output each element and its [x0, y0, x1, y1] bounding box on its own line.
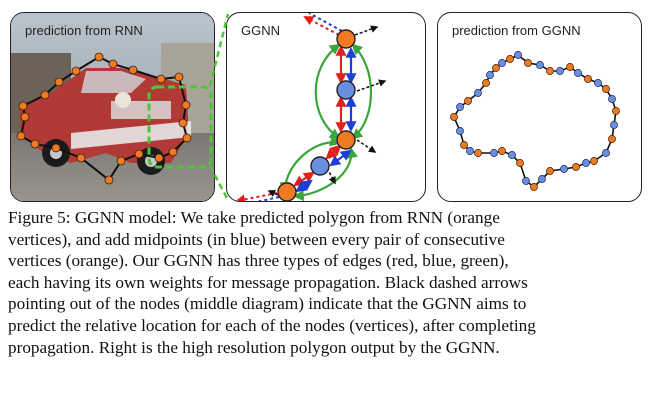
caption-line: pointing out of the nodes (middle diagra… — [8, 294, 527, 314]
ggnn-output-panel-label: prediction from GGNN — [452, 23, 581, 38]
ggnn-graph — [235, 13, 387, 201]
ggnn-prediction-panel: prediction from GGNN — [437, 12, 642, 202]
car-photo-illustration — [11, 13, 214, 201]
caption-line: vertices), and add midpoints (in blue) b… — [8, 229, 505, 249]
blue-midpoint — [336, 80, 356, 100]
caption-line: predict the relative location for each o… — [8, 315, 536, 335]
orange-vertex — [277, 182, 297, 201]
caption-line: propagation. Right is the high resolutio… — [8, 337, 500, 357]
rnn-panel-label: prediction from RNN — [25, 23, 143, 38]
ggnn-diagram-panel: GGNN — [226, 12, 426, 202]
blue-midpoint — [310, 156, 330, 176]
figure-caption: Figure 5: GGNN model: We take predicted … — [8, 207, 644, 358]
caption-line: each having its own weights for message … — [8, 272, 528, 292]
orange-vertex — [336, 29, 356, 49]
caption-line: vertices (orange). Our GGNN has three ty… — [8, 251, 509, 271]
ggnn-panel-label: GGNN — [241, 23, 280, 38]
caption-line: Figure 5: GGNN model: We take predicted … — [8, 208, 500, 227]
orange-vertex — [336, 130, 356, 150]
rnn-prediction-panel: prediction from RNN — [10, 12, 215, 202]
ggnn-output-polygon — [450, 51, 620, 191]
